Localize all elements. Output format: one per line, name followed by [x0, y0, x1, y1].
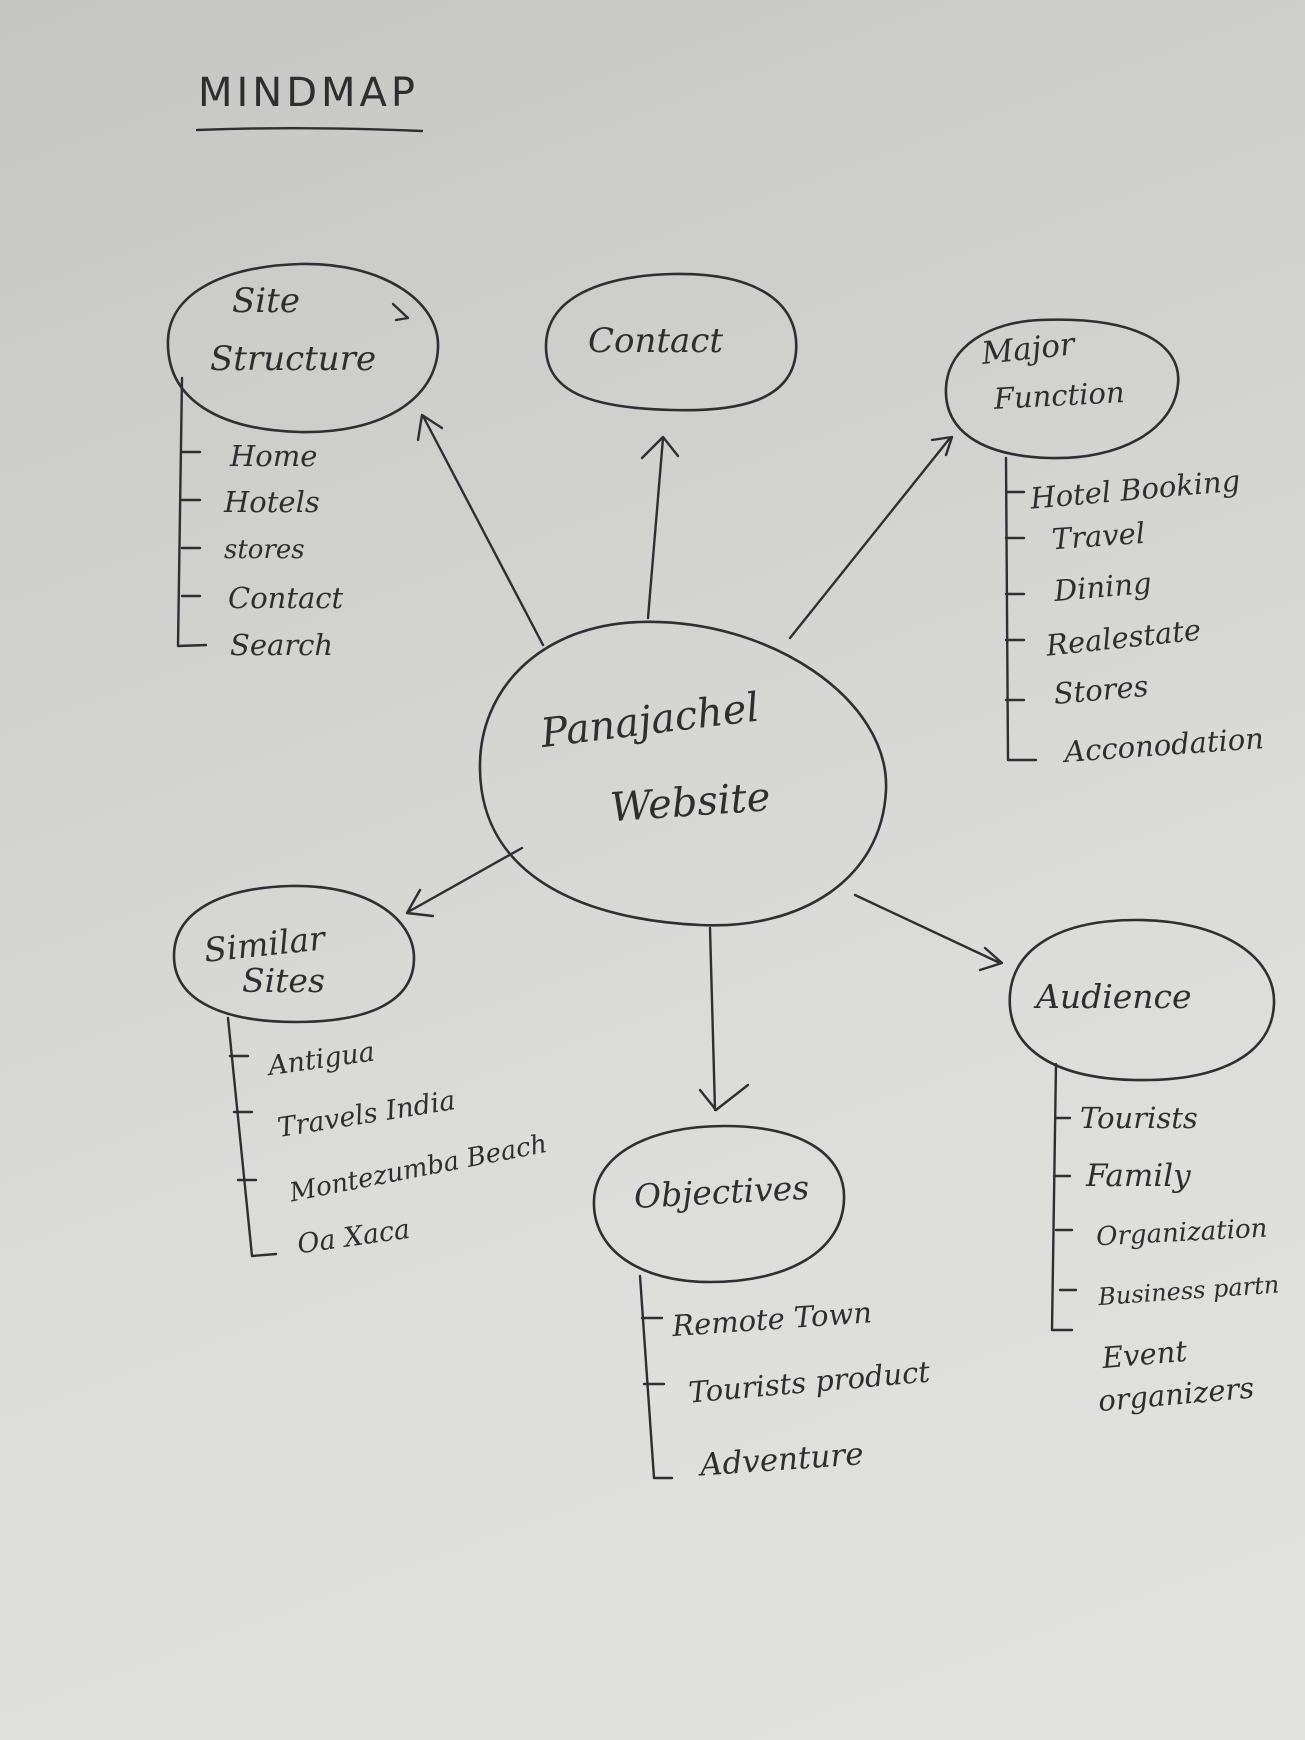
- connector-contact: [640, 435, 680, 620]
- audience-item: Event: [1100, 1334, 1189, 1375]
- similar-sites-title-line2: Sites: [242, 961, 325, 1000]
- audience-item: Tourists: [1080, 1101, 1198, 1135]
- node-contact: Contact: [544, 272, 798, 412]
- major-function-title-line1: Major: [979, 326, 1079, 372]
- node-audience: Audience Tourists Family Organization Bu…: [1008, 918, 1280, 1418]
- contact-outline: [544, 272, 798, 412]
- major-function-title-line2: Function: [992, 375, 1125, 416]
- connector-similar-sites: [405, 846, 524, 918]
- major-function-branch-line: [1004, 456, 1038, 762]
- audience-branch-line: [1050, 1062, 1074, 1332]
- connector-audience: [853, 893, 1004, 972]
- major-function-item: Realestate: [1043, 613, 1202, 663]
- objectives-title: Objectives: [633, 1168, 810, 1216]
- site-structure-title-line2: Structure: [210, 339, 376, 379]
- major-function-item: Travel: [1051, 516, 1146, 556]
- connector-objectives: [698, 926, 750, 1112]
- site-structure-outline: [166, 262, 440, 434]
- site-structure-item: Home: [229, 439, 317, 473]
- objectives-branch-line: [638, 1274, 674, 1480]
- major-function-item: Stores: [1052, 669, 1149, 711]
- audience-title: Audience: [1033, 977, 1192, 1016]
- audience-outline: [1008, 918, 1276, 1082]
- site-structure-branch-line: [176, 376, 208, 648]
- site-structure-item: stores: [224, 535, 305, 565]
- objectives-item: Remote Town: [670, 1295, 873, 1343]
- node-site-structure: Site Structure Home Hotels stores Contac…: [166, 262, 440, 662]
- center-node-line1: Panajachel: [537, 685, 761, 758]
- site-structure-item: Search: [230, 628, 333, 662]
- site-structure-item: Hotels: [223, 485, 320, 519]
- objectives-item: Adventure: [696, 1436, 865, 1484]
- audience-item: Business partn: [1096, 1271, 1280, 1312]
- similar-sites-branch-line: [226, 1016, 278, 1258]
- connector-site-structure: [416, 413, 545, 647]
- similar-sites-item: Oa Xaca: [295, 1214, 412, 1260]
- contact-title: Contact: [588, 321, 723, 361]
- major-function-item: Dining: [1051, 566, 1152, 608]
- node-objectives: Objectives Remote Town Tourists product …: [592, 1124, 932, 1484]
- audience-item: Family: [1085, 1158, 1191, 1194]
- similar-sites-item: Travels India: [275, 1085, 457, 1144]
- similar-sites-outline: [172, 884, 416, 1024]
- major-function-outline: [944, 318, 1180, 460]
- objectives-item: Tourists product: [687, 1355, 931, 1410]
- diagram-title: MINDMAP: [198, 70, 419, 116]
- center-node: Panajachel Website: [478, 620, 888, 927]
- center-node-outline: [478, 620, 888, 927]
- major-function-item: Acconodation: [1060, 721, 1265, 769]
- title-underline: [195, 127, 424, 133]
- audience-item: organizers: [1097, 1371, 1256, 1418]
- connector-major-function: [788, 435, 954, 640]
- audience-item: Organization: [1095, 1213, 1268, 1252]
- node-similar-sites: Similar Sites Antigua Travels India Mont…: [172, 884, 550, 1260]
- site-structure-title-line1: Site: [232, 281, 300, 321]
- similar-sites-item: Antigua: [263, 1036, 376, 1082]
- node-major-function: Major Function Hotel Booking Travel Dini…: [944, 318, 1265, 769]
- similar-sites-item: Montezumba Beach: [286, 1129, 550, 1209]
- center-node-line2: Website: [609, 774, 772, 831]
- major-function-item: Hotel Booking: [1028, 463, 1242, 515]
- objectives-outline: [592, 1124, 846, 1284]
- site-structure-item: Contact: [228, 581, 344, 615]
